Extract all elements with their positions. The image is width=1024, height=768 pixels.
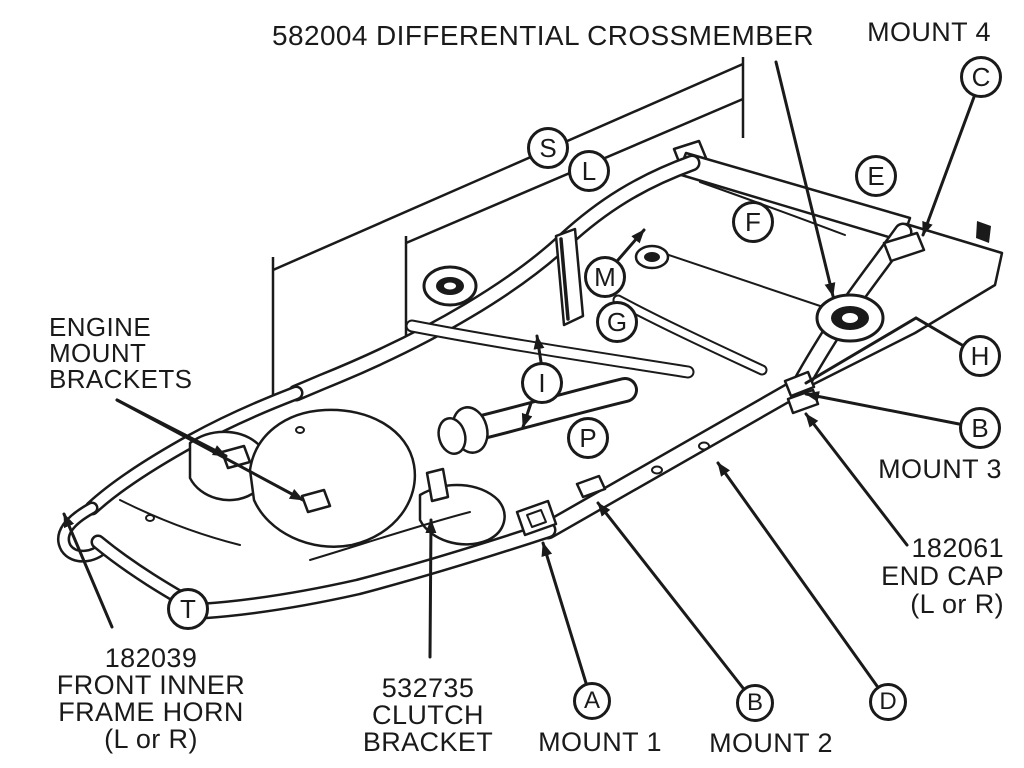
callout-e: E (855, 155, 897, 197)
label-line: (L or R) (104, 724, 198, 754)
callout-p: P (567, 417, 609, 459)
label-line: END CAP (881, 561, 1004, 591)
label-clutch-bracket: 532735 CLUTCH BRACKET (363, 675, 493, 756)
label-mount1: MOUNT 1 (538, 727, 662, 757)
arrow-mount3 (804, 391, 961, 426)
arrow-crossmember (774, 60, 836, 298)
callout-b-mount2: B (736, 684, 774, 722)
label-line: FRONT INNER (56, 670, 246, 700)
label-line: MOUNT (49, 338, 147, 368)
label-mount3: MOUNT 3 (878, 454, 1002, 484)
label-line: (L or R) (910, 589, 1004, 619)
label-mount2: MOUNT 2 (709, 728, 833, 758)
label-end-cap: 182061 END CAP (L or R) (881, 534, 1004, 618)
leader-h (804, 316, 964, 385)
label-line: BRACKET (362, 727, 494, 757)
callout-i: I (521, 362, 563, 404)
label-mount4: MOUNT 4 (867, 17, 991, 47)
callout-c: C (960, 56, 1002, 98)
label-line: FRAME HORN (58, 697, 244, 727)
arrow-mount1 (541, 541, 588, 685)
callout-t: T (167, 588, 209, 630)
arrow-i-down (521, 401, 533, 429)
label-line: ENGINE (49, 312, 152, 342)
callout-f: F (732, 201, 774, 243)
label-line: 182061 (911, 533, 1004, 563)
callout-m: M (584, 256, 626, 298)
arrow-c (921, 95, 976, 237)
callout-d: D (869, 683, 907, 721)
arrow-clutch (425, 518, 437, 659)
label-front-inner-frame-horn: 182039 FRONT INNER FRAME HORN (L or R) (57, 645, 245, 753)
arrow-endcap (804, 412, 909, 547)
frame-artwork (57, 139, 1004, 620)
label-line: 182039 (104, 643, 198, 673)
reference-lines (271, 57, 745, 403)
label-line: BRACKETS (49, 364, 193, 394)
arrow-m (616, 228, 646, 262)
callout-g: G (596, 301, 638, 343)
arrow-d (716, 461, 879, 688)
label-line: 532735 (381, 673, 475, 703)
arrow-i-up (533, 334, 545, 364)
arrow-mount2 (596, 501, 745, 690)
callout-a: A (573, 682, 611, 720)
callout-h: H (959, 335, 1001, 377)
callout-l: L (568, 150, 610, 192)
callout-s: S (527, 127, 569, 169)
arrow-frame-horn (62, 512, 114, 629)
arrow-engine-mount-2 (115, 398, 305, 502)
label-differential-crossmember: 582004 DIFFERENTIAL CROSSMEMBER (272, 20, 814, 51)
label-line: CLUTCH (372, 700, 484, 730)
label-engine-mount-brackets: ENGINE MOUNT BRACKETS (49, 314, 192, 392)
callout-b-mount3: B (959, 407, 1001, 449)
leader-arrows (62, 60, 976, 690)
